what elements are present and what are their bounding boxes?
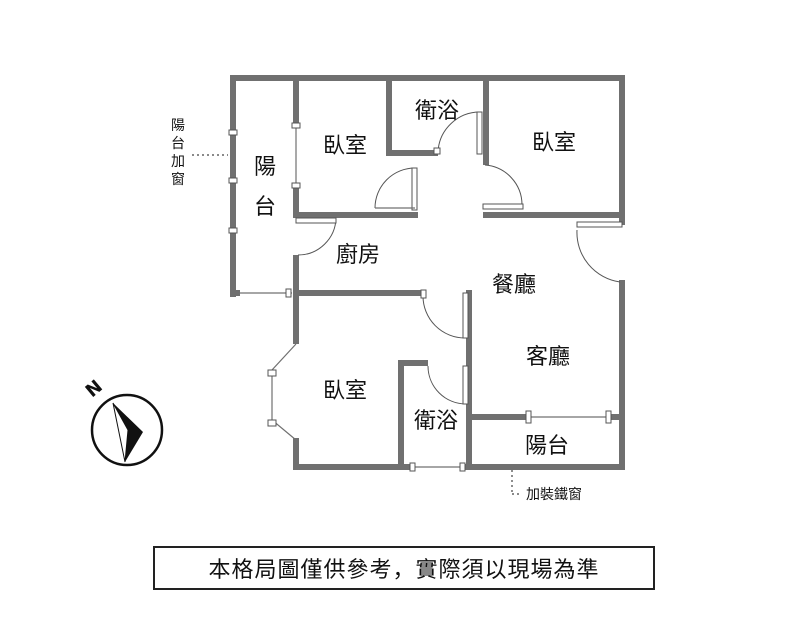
room-label-bedroom-nw: 臥室 <box>323 134 367 159</box>
iron-window-note: 加裝鐵窗 <box>511 470 582 503</box>
compass-north-label: N <box>82 376 107 402</box>
room-label-bath-south: 衛浴 <box>414 409 458 434</box>
compass: N <box>82 376 164 467</box>
room-label-living: 客廳 <box>526 345 570 370</box>
disclaimer-text: 本格局圖僅供參考，實際須以現場為準 <box>208 558 600 583</box>
windows <box>228 80 612 472</box>
room-label-bedroom-ne: 臥室 <box>532 131 576 156</box>
room-label-dining: 餐廳 <box>492 273 536 298</box>
room-label-bath-north: 衛浴 <box>415 99 459 124</box>
annotation-char-3: 加 <box>171 154 185 170</box>
doors <box>295 111 623 405</box>
room-label-balcony-south: 陽台 <box>525 434 569 459</box>
room-label-balcony-west-2: 台 <box>254 195 276 220</box>
room-label-balcony-west-1: 陽 <box>254 155 276 180</box>
balcony-window-note: 陽 台 加 窗 <box>171 118 228 188</box>
iron-window-label: 加裝鐵窗 <box>526 486 582 503</box>
disclaimer-box: 本格局圖僅供參考，實際須以現場為準 <box>153 546 655 590</box>
annotation-char-1: 陽 <box>171 118 185 134</box>
room-label-kitchen: 廚房 <box>336 243 380 268</box>
annotation-char-2: 台 <box>171 136 185 152</box>
room-label-bedroom-south: 臥室 <box>323 379 367 404</box>
annotation-char-4: 窗 <box>171 171 185 188</box>
